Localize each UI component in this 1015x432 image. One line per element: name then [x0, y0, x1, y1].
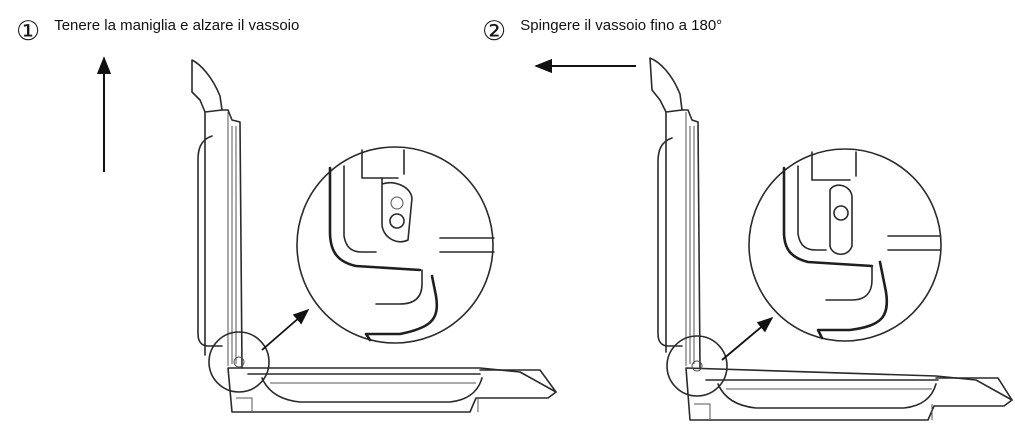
scale-step-2 — [649, 57, 1013, 421]
step-2-text: Spingere il vassoio fino a 180° — [520, 17, 723, 34]
detail-magnifier-2 — [748, 148, 942, 342]
step-2-instruction: ② Spingere il vassoio fino a 180° — [482, 16, 723, 47]
scale-step-1 — [191, 59, 557, 413]
step-1-instruction: ① Tenere la maniglia e alzare il vassoio — [16, 16, 300, 47]
arrow-up-right-icon — [721, 316, 774, 361]
detail-magnifier-1 — [296, 146, 495, 344]
step-2-number: ② — [482, 16, 507, 47]
arrow-up-right-icon — [261, 308, 310, 351]
step-1-number: ① — [16, 16, 41, 47]
step-1-text: Tenere la maniglia e alzare il vassoio — [54, 17, 300, 34]
